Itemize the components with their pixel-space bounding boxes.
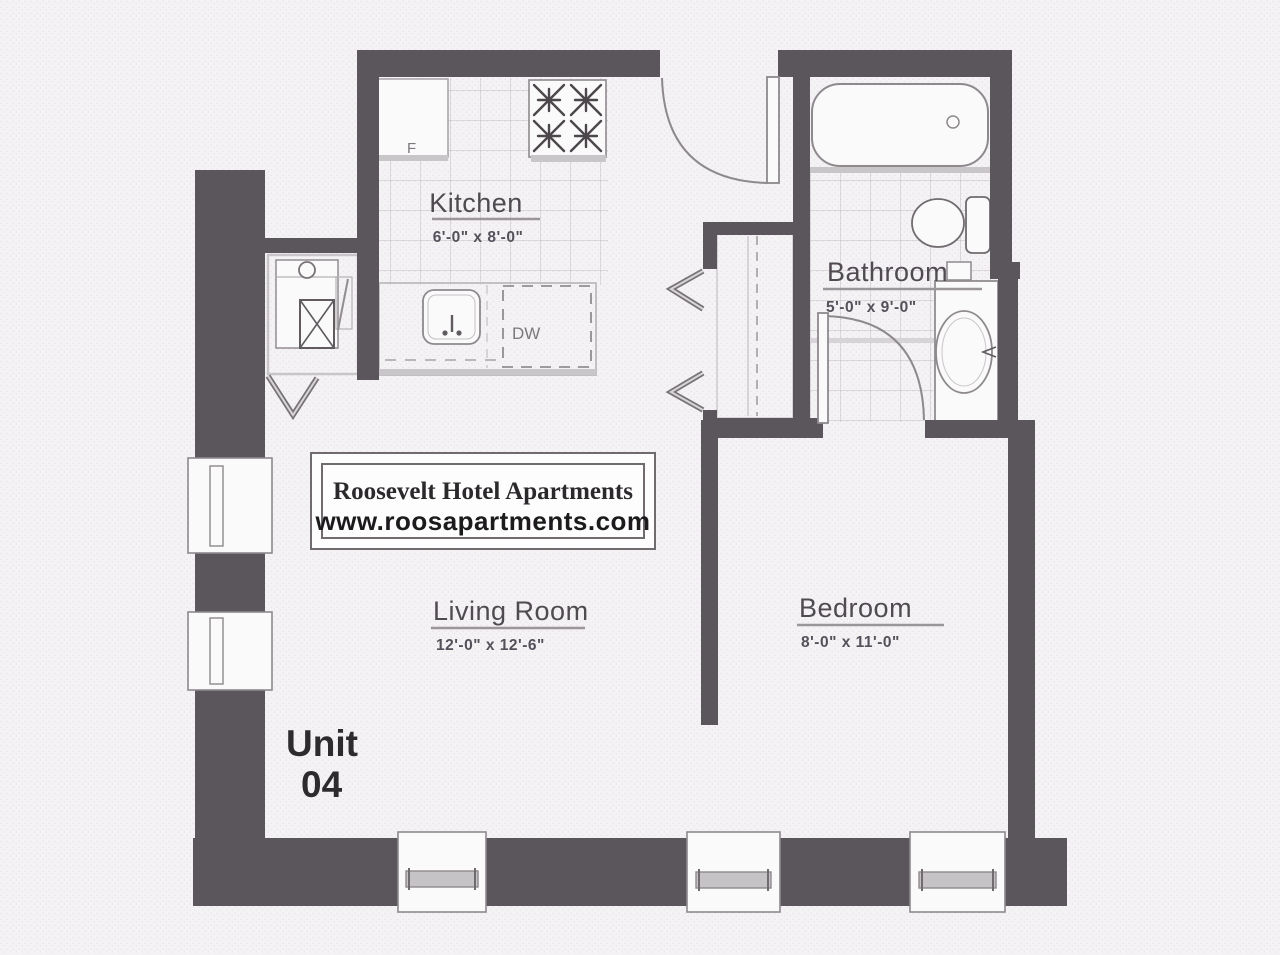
bifold-doors — [265, 268, 705, 421]
wall-living-bedroom-divider — [701, 420, 718, 725]
room-labels: Kitchen 6'-0" x 8'-0" Bathroom 5'-0" x 9… — [429, 188, 982, 654]
window-left-1 — [187, 457, 273, 554]
wall-right-bathroom-upper — [990, 77, 1012, 262]
burner-icon — [532, 119, 566, 153]
stove — [528, 79, 607, 162]
faucet-icon — [980, 346, 997, 358]
refrigerator-label: F — [407, 140, 416, 157]
wall-closet-stub-top — [703, 233, 717, 269]
wall-hall-bathroom-divider — [793, 77, 810, 425]
living-room-dimensions: 12'-0" x 12'-6" — [436, 637, 545, 654]
burner-icon — [569, 83, 603, 117]
living-room-label: Living Room 12'-0" x 12'-6" — [431, 596, 589, 654]
bathroom-door-leaf — [817, 312, 829, 424]
burner-icon — [532, 83, 566, 117]
closet-door-line — [337, 278, 349, 331]
wall-closet-top — [703, 222, 795, 235]
wall-right-bathroom-lower — [998, 279, 1018, 425]
entry-door — [661, 76, 780, 184]
doors — [265, 76, 925, 424]
unit-word: Unit — [286, 723, 358, 764]
water-heater — [299, 299, 335, 349]
bathroom-fixtures — [811, 83, 999, 423]
entry-door-swing — [661, 77, 768, 184]
burner-icon — [569, 119, 603, 153]
wall-right-step — [990, 262, 1020, 279]
vanity-sink — [934, 280, 999, 423]
bedroom-name: Bedroom — [799, 593, 912, 623]
wall-right-bedroom — [1008, 420, 1035, 838]
kitchen-dimensions: 6'-0" x 8'-0" — [433, 229, 524, 246]
utility-closet-bifold-icon — [265, 374, 320, 421]
wall-bathroom-bottom-left — [703, 418, 823, 438]
window-left-2 — [187, 611, 273, 691]
branding-sign: Roosevelt Hotel Apartments www.roosapart… — [310, 452, 656, 550]
window-bottom-2 — [686, 831, 781, 913]
toilet-paper-holder — [946, 261, 972, 281]
wall-top-kitchen — [357, 50, 660, 77]
dishwasher-label: DW — [512, 324, 540, 343]
unit-digits: 04 — [301, 764, 343, 805]
bathtub — [811, 83, 989, 167]
bathroom-door — [817, 312, 925, 424]
windows — [187, 457, 1006, 913]
window-bottom-3 — [909, 831, 1006, 913]
kitchen-name: Kitchen — [429, 188, 523, 218]
sign-line2: www.roosapartments.com — [314, 506, 650, 536]
kitchen-sink — [422, 289, 481, 345]
wall-kitchen-left — [357, 50, 379, 380]
bedroom-dimensions: 8'-0" x 11'-0" — [801, 634, 900, 651]
bathroom-door-swing — [823, 315, 925, 421]
entry-door-leaf — [766, 76, 780, 184]
bedroom-label: Bedroom 8'-0" x 11'-0" — [797, 593, 944, 651]
kitchen-label: Kitchen 6'-0" x 8'-0" — [429, 188, 540, 246]
dishwasher: DW — [502, 285, 592, 368]
hall-closet-bifold-icon-2 — [665, 370, 705, 413]
window-bottom-1 — [397, 831, 487, 913]
refrigerator: F — [376, 78, 449, 161]
bathroom-name: Bathroom — [827, 257, 948, 287]
hall-closet-bifold-icon-1 — [665, 268, 705, 312]
wall-entry-jog — [265, 238, 367, 253]
unit-number: Unit 04 — [286, 723, 358, 805]
bathroom-dimensions: 5'-0" x 9'-0" — [826, 299, 917, 316]
tub-drain-icon — [946, 115, 960, 129]
bathroom-label: Bathroom 5'-0" x 9'-0" — [823, 257, 982, 316]
sign-line1: Roosevelt Hotel Apartments — [333, 478, 633, 505]
kitchen-fixtures: F DW — [376, 78, 607, 376]
wall-top-bathroom — [778, 50, 1012, 77]
living-room-name: Living Room — [433, 596, 589, 626]
wall-bathroom-bottom-right — [925, 420, 1010, 438]
